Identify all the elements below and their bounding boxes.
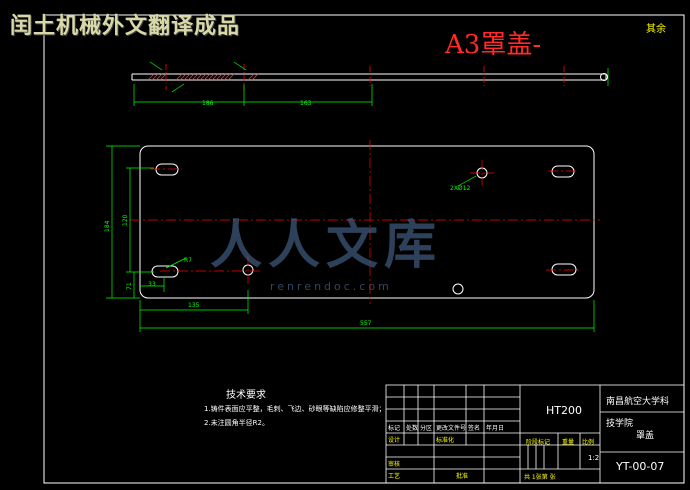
slot-bottom-right	[551, 263, 577, 276]
col-zone: 分区	[420, 425, 433, 432]
stage-mark-label: 阶段标记	[526, 439, 551, 446]
col-date: 年月日	[486, 425, 505, 432]
row-review: 审核	[388, 461, 401, 468]
watermark-url: renrendoc.com	[270, 280, 392, 293]
tech-requirement-line: 2.未注圆角半径R2。	[204, 419, 269, 427]
col-mark: 标记	[388, 425, 401, 432]
slot-bottom-left	[151, 265, 179, 278]
tech-requirements-title: 技术要求	[226, 390, 266, 401]
drawing-number: YT-00-07	[616, 460, 665, 473]
scale-value: 1:2	[588, 454, 600, 462]
surface-finish-note: 其余	[646, 24, 666, 35]
dim-small-b: 33	[148, 281, 156, 288]
slot-top-left	[155, 163, 179, 176]
part-title: A3罩盖-	[445, 30, 542, 60]
col-count: 处数	[406, 425, 419, 432]
dim-radius-note: R7	[184, 257, 192, 264]
row-process: 工艺	[388, 473, 401, 480]
title-block-grid	[385, 384, 685, 484]
front-view	[106, 140, 600, 332]
row-design: 设计	[388, 437, 401, 444]
hole-bottom	[452, 283, 464, 295]
school-name: 南昌航空大学科	[606, 397, 670, 407]
dim-height-inner: 120	[122, 214, 129, 226]
row-approve: 批准	[456, 473, 469, 480]
dim-height-outer: 184	[104, 220, 111, 232]
slot-top-right	[551, 165, 575, 178]
banner-title: 闰土机械外文翻译成品	[10, 14, 241, 39]
ratio-label: 比例	[582, 439, 595, 446]
weight-label: 重量	[562, 439, 575, 446]
material-label: HT200	[546, 404, 582, 417]
col-change-doc: 更改文件号	[436, 425, 467, 432]
col-sign: 签名	[468, 425, 481, 432]
side-view	[131, 61, 609, 106]
dim-side-right: 163	[300, 100, 312, 107]
college-name: 技学院	[606, 419, 634, 429]
sheet-count: 共 1张第 张	[524, 474, 556, 481]
dim-side-left: 186	[202, 100, 214, 107]
dim-bottom-left: 135	[188, 302, 200, 309]
drawing-frame	[43, 14, 685, 484]
dim-overall-width: 557	[360, 320, 372, 327]
dim-small-a: 71	[126, 282, 133, 290]
tech-requirement-line: 1.铸件表面应平整，毛刺、飞边、砂眼等缺陷应修整平滑；	[204, 405, 386, 413]
part-name: 罩盖	[636, 431, 655, 441]
dim-hole-note: 2XØ12	[450, 185, 470, 192]
row-standardize: 标准化	[436, 437, 455, 444]
watermark-text: 人人文库	[210, 216, 443, 276]
